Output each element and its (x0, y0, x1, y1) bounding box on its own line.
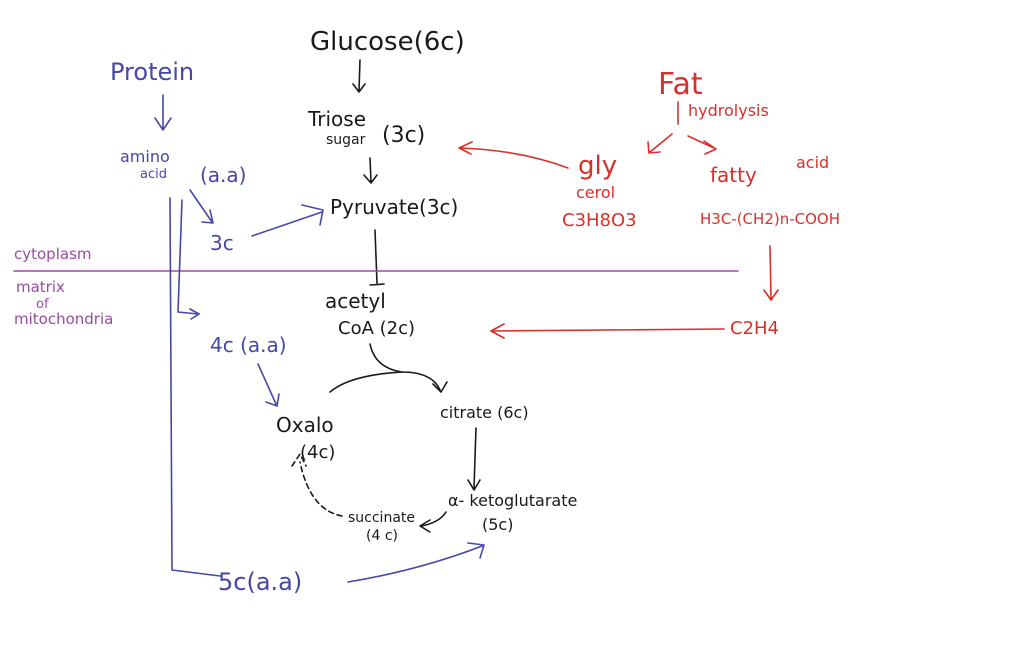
glycerol-formula: C3H8O3 (562, 210, 637, 231)
cerol-label: cerol (576, 183, 615, 202)
pyruvate-label: Pyruvate(3c) (330, 195, 458, 219)
sugar-label: sugar (326, 132, 366, 148)
arrow-amino-3c (189, 189, 214, 224)
arrow-keto-succinate (419, 511, 447, 533)
arrow-3c-pyruvate (251, 204, 324, 237)
coa-label: CoA (2c) (338, 318, 415, 339)
arrow-citrate-keto (467, 427, 481, 491)
3c-label: 3c (210, 231, 234, 255)
arrow-c2h4-acetyl (490, 323, 725, 339)
citrate-label: citrate (6c) (440, 403, 529, 422)
arrow-succinate-oxalo (291, 453, 343, 517)
arrow-glycerol-triose (458, 141, 569, 169)
cytoplasm-label: cytoplasm (14, 245, 92, 263)
oxalo-label: Oxalo (276, 413, 334, 437)
arrow-4c-oxalo (257, 363, 280, 407)
5c-label: 5c(a.a) (218, 568, 302, 596)
arrow-protein-amino (154, 94, 172, 131)
protein-label: Protein (110, 58, 194, 86)
hydrolysis-label: hydrolysis (688, 101, 769, 120)
glycerol-label: gly (578, 151, 617, 181)
oxalo-carbon-label: (4c) (300, 442, 335, 463)
4c-label: 4c (a.a) (210, 333, 287, 357)
arrow-fat-split (647, 133, 717, 155)
keto-label: α- ketoglutarate (448, 491, 577, 510)
succinate-label: succinate (348, 510, 415, 526)
triose-label: Triose (307, 107, 366, 131)
acid-fat-label: acid (796, 153, 829, 172)
arrow-pyruvate-acetyl (369, 229, 385, 286)
mitochondria-label: mitochondria (14, 310, 113, 328)
fatty-label: fatty (710, 163, 757, 187)
aa-label: (a.a) (200, 163, 246, 187)
fat-label: Fat (658, 67, 703, 102)
fatty-formula: H3C-(CH2)n-COOH (700, 210, 840, 228)
triose-carbon-label: (3c) (382, 123, 425, 148)
of-label: of (36, 297, 49, 312)
amino-label: amino (120, 147, 170, 166)
arrow-amino-4c (177, 199, 200, 320)
matrix-label: matrix (16, 278, 65, 296)
c2h4-label: C2H4 (730, 318, 779, 339)
arrow-acetyl-citrate (329, 343, 448, 393)
line-amino-5c (169, 197, 221, 577)
succinate-carbon-label: (4 c) (366, 528, 398, 544)
arrow-glucose-triose (352, 59, 366, 93)
arrow-5c-keto (347, 542, 485, 583)
keto-carbon-label: (5c) (482, 515, 513, 534)
glucose-label: Glucose(6c) (310, 27, 465, 57)
arrow-fatty-c2h4 (763, 245, 779, 301)
arrow-triose-pyruvate (363, 157, 378, 184)
acid-label: acid (140, 167, 167, 182)
acetyl-label: acetyl (325, 289, 386, 313)
